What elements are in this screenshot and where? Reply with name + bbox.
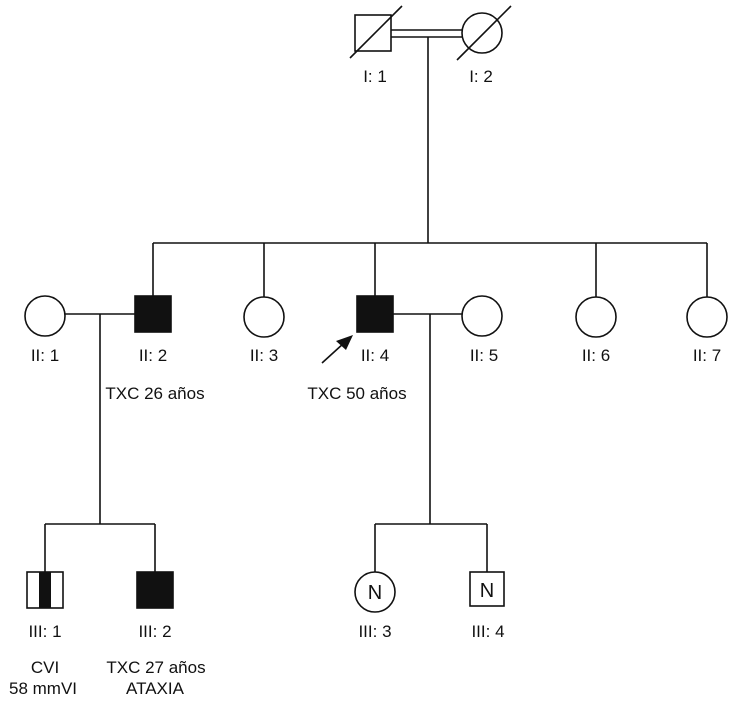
id-label: III: 3 <box>358 622 391 641</box>
male-symbol <box>469 571 505 607</box>
id-label: III: 2 <box>138 622 171 641</box>
individual-ii5: II: 5 <box>461 295 503 365</box>
female-symbol <box>461 295 503 337</box>
female-symbol <box>354 571 396 613</box>
id-label: II: 4 <box>361 346 389 365</box>
id-label: II: 5 <box>470 346 498 365</box>
female-symbol <box>243 296 285 338</box>
deceased-slash <box>349 5 403 59</box>
clinical-note-line2: 58 mmVI <box>9 679 77 698</box>
id-label: II: 1 <box>31 346 59 365</box>
individual-i2: I: 2 <box>456 5 512 86</box>
individual-iii4: N III: 4 <box>469 571 505 641</box>
id-label: III: 1 <box>28 622 61 641</box>
id-label: II: 2 <box>139 346 167 365</box>
id-label: II: 3 <box>250 346 278 365</box>
affected-male-symbol <box>134 295 172 333</box>
affected-male-symbol <box>136 571 174 609</box>
normal-mark: N <box>368 582 382 604</box>
proband-arrow-shaft <box>321 342 345 364</box>
deceased-slash <box>456 5 512 61</box>
female-symbol <box>686 296 728 338</box>
individual-iii2: III: 2 TXC 27 años ATAXIA <box>106 571 206 698</box>
normal-mark: N <box>480 580 494 602</box>
partial-phenotype-bar <box>39 572 51 608</box>
id-label: I: 2 <box>469 67 493 86</box>
clinical-note: TXC 26 años <box>105 384 204 403</box>
individual-i1: I: 1 <box>349 5 403 86</box>
clinical-note-line1: CVI <box>31 658 59 677</box>
affected-male-symbol <box>356 295 394 333</box>
individual-ii3: II: 3 <box>243 296 285 365</box>
female-symbol <box>461 12 503 54</box>
id-label: II: 7 <box>693 346 721 365</box>
individual-ii4: II: 4 TXC 50 años <box>307 295 407 403</box>
clinical-note: TXC 50 años <box>307 384 406 403</box>
individual-ii2: II: 2 TXC 26 años <box>105 295 205 403</box>
id-label: II: 6 <box>582 346 610 365</box>
clinical-note-line2: ATAXIA <box>126 679 185 698</box>
proband-arrow-head <box>336 335 353 350</box>
individual-iii1: III: 1 CVI 58 mmVI <box>9 571 77 698</box>
clinical-note-line1: TXC 27 años <box>106 658 205 677</box>
individual-ii1: II: 1 <box>24 295 66 365</box>
individual-iii3: N III: 3 <box>354 571 396 641</box>
id-label: I: 1 <box>363 67 387 86</box>
individual-ii7: II: 7 <box>686 296 728 365</box>
male-symbol <box>354 14 392 52</box>
id-label: III: 4 <box>471 622 504 641</box>
female-symbol <box>575 296 617 338</box>
female-symbol <box>24 295 66 337</box>
individual-ii6: II: 6 <box>575 296 617 365</box>
